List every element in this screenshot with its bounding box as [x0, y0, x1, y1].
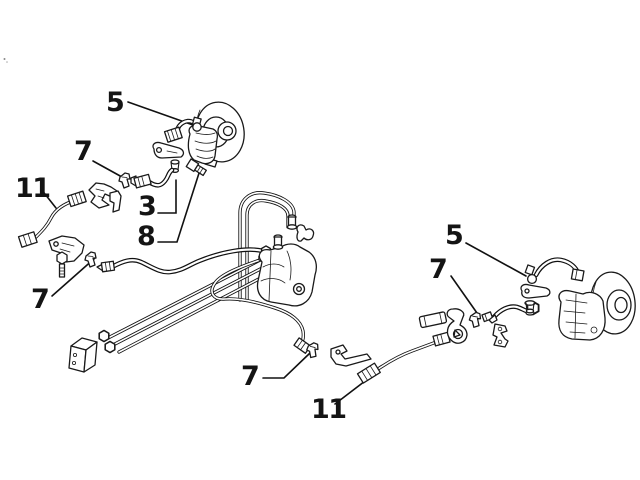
rear-middle-parts	[418, 308, 509, 348]
rear-hose-bracket	[520, 283, 551, 299]
callout-front-lower-hose: 3	[138, 191, 157, 222]
wing-fitting	[296, 224, 315, 242]
front-hose-bracket	[152, 141, 185, 173]
callout-center-pipe-clip: 7	[241, 361, 260, 392]
stray-mark	[3, 58, 8, 63]
front-brake-pipe	[17, 190, 87, 248]
callout-front-brake-pipe: 11	[15, 173, 51, 204]
rear-brake-hose	[520, 260, 585, 314]
callout-front-hose-clip: 7	[74, 136, 93, 167]
center-feed-hose	[96, 245, 272, 272]
hose-sleeve	[418, 311, 448, 329]
left-lower-bracket	[48, 235, 97, 278]
junction-block	[68, 329, 116, 373]
callout-rear-brake-hose: 5	[445, 220, 464, 251]
callout-left-pipe-clip: 7	[31, 284, 50, 315]
front-brake-assembly	[187, 101, 245, 168]
front-hose-clip	[118, 172, 131, 189]
rear-brake-assembly	[558, 271, 636, 341]
rear-pipe-bracket	[330, 344, 372, 367]
rear-caliper	[558, 289, 606, 341]
rear-brake-pipe	[330, 331, 451, 384]
callout-bleed-screw: 8	[137, 221, 156, 252]
holed-strip-bracket	[492, 323, 509, 348]
front-lower-hose	[130, 170, 172, 189]
callout-rear-hose-clip: 7	[429, 254, 448, 285]
center-pipe-end	[293, 337, 320, 360]
bleed-screw	[185, 158, 207, 177]
leader-lines	[40, 101, 527, 405]
mounting-bolt	[56, 251, 68, 265]
callout-rear-brake-pipe: 11	[311, 394, 347, 425]
front-brake-hose	[163, 116, 202, 143]
left-upper-bracket	[88, 172, 131, 213]
rear-hose-clip	[468, 311, 482, 329]
pressure-regulator-valve	[256, 214, 317, 307]
callout-front-brake-hose: 5	[106, 87, 125, 118]
